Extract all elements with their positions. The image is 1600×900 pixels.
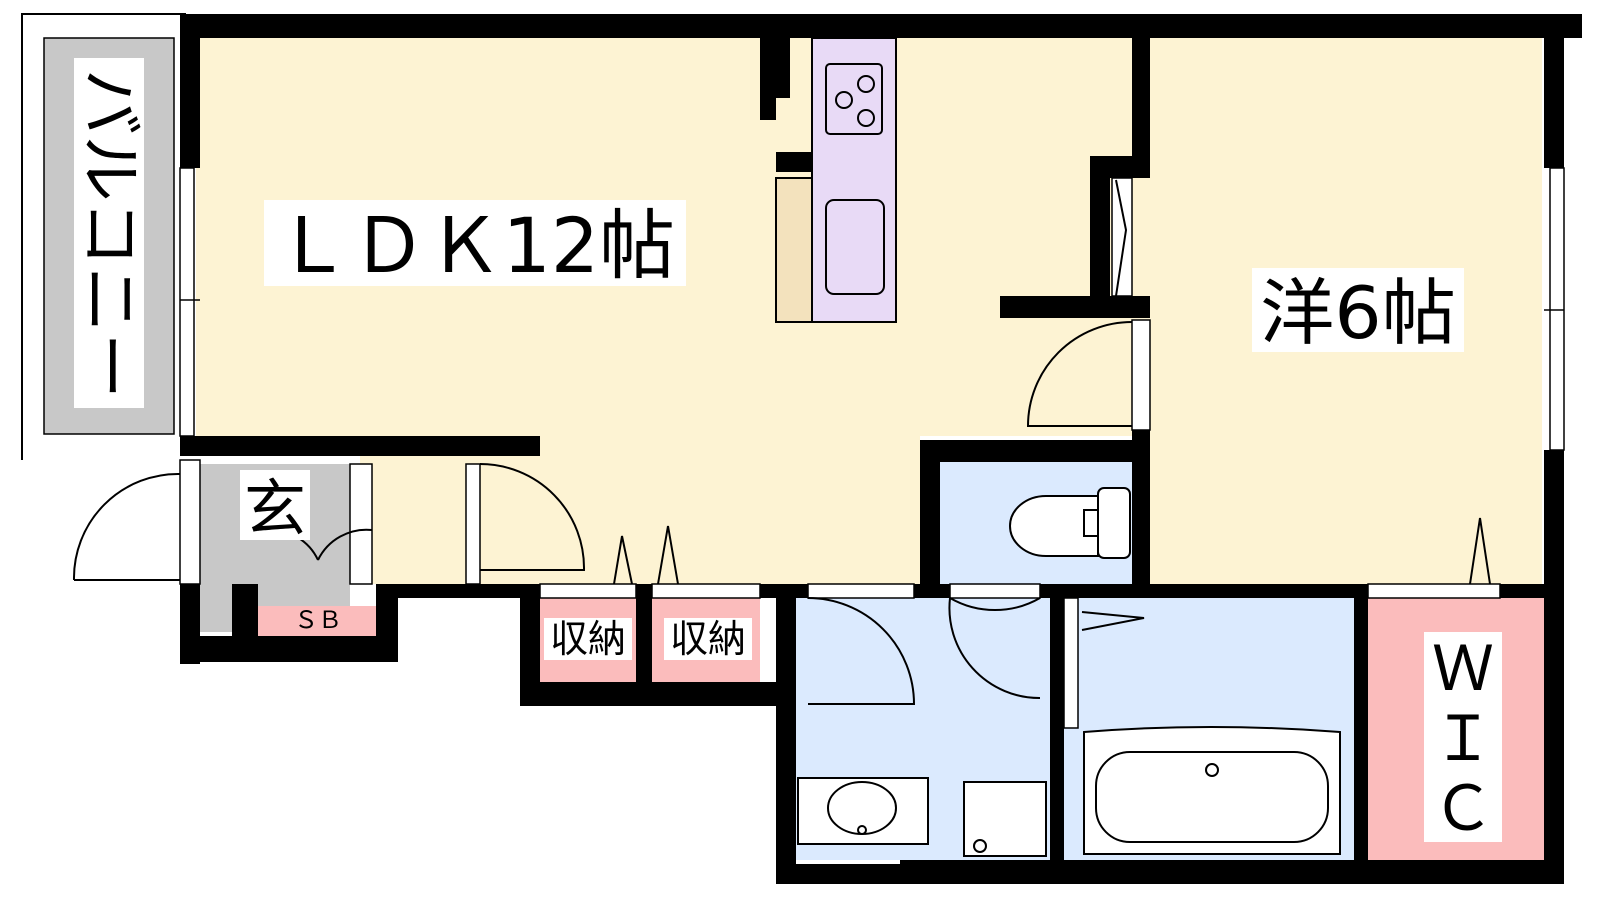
western-window — [1549, 167, 1565, 451]
wall — [776, 584, 796, 884]
kitchen-counter-side — [775, 177, 813, 323]
wall — [520, 682, 796, 706]
wic-label-c: Ｃ — [1432, 772, 1494, 845]
wall — [1000, 296, 1150, 318]
door-gap — [807, 583, 915, 599]
door-gap — [1131, 319, 1151, 431]
burner-icon — [857, 75, 875, 93]
wic-label-w: Ｗ — [1432, 632, 1494, 705]
ldk-label: ＬＤＫ12帖 — [275, 201, 675, 290]
bathtub-inner — [1095, 751, 1329, 843]
bathtub-drain — [1205, 763, 1219, 777]
shoe-box-label: ＳＢ — [294, 606, 342, 634]
wall — [180, 14, 1582, 38]
door-gap — [465, 463, 481, 585]
entrance-door-swing — [72, 472, 181, 581]
wall — [376, 584, 526, 598]
wall — [232, 584, 258, 662]
ldk-floor-lower — [360, 436, 920, 584]
wall — [920, 440, 940, 598]
wall — [1050, 598, 1064, 860]
balcony-window — [179, 167, 195, 437]
burner-icon — [835, 91, 853, 109]
kitchen-sink — [825, 199, 885, 295]
door-gap — [1111, 177, 1133, 297]
wall — [1544, 14, 1564, 168]
door-openings — [179, 177, 1501, 729]
door-gap — [1367, 583, 1501, 599]
bath-door-mark — [1081, 611, 1145, 631]
bathtub-outer — [1083, 726, 1341, 855]
storage-door-mark — [613, 535, 633, 585]
wall — [520, 584, 540, 706]
western-closet-mark — [1115, 179, 1128, 297]
wic-door-mark — [1469, 517, 1491, 585]
wall — [1544, 450, 1564, 880]
basin-drain — [857, 825, 867, 835]
wall — [776, 152, 812, 172]
entrance-label-bg — [240, 470, 310, 540]
door-gap — [349, 463, 373, 585]
shoe-box-floor — [258, 606, 376, 636]
wall — [776, 38, 790, 98]
wall — [636, 584, 652, 694]
wic-label-bg — [1424, 632, 1502, 842]
toilet-seat-hinge — [1083, 509, 1099, 537]
ldk-door-swing — [479, 463, 586, 571]
western-label: 洋6帖 — [1260, 271, 1456, 355]
storage-2-label-bg — [664, 618, 752, 660]
storage-2-label: 収納 — [670, 617, 746, 661]
door-gap — [1063, 597, 1079, 729]
door-gap — [651, 583, 761, 599]
wall — [1090, 156, 1110, 304]
storage-1-label-bg — [544, 618, 632, 660]
toilet-tank — [1097, 487, 1131, 559]
western-door-swing — [1026, 321, 1133, 427]
washroom-door-swing — [807, 597, 916, 705]
wall — [180, 14, 200, 168]
ldk-label-bg — [264, 200, 686, 286]
wall — [1132, 430, 1150, 598]
wall — [920, 440, 1150, 462]
door-gap — [949, 583, 1041, 599]
wic-label-i: Ｉ — [1432, 702, 1494, 775]
western-label-bg — [1252, 268, 1464, 352]
wall — [760, 38, 776, 120]
door-gap — [539, 583, 637, 599]
entrance-label: 玄 — [244, 472, 306, 545]
balcony-label: バルコニー — [72, 69, 146, 399]
wall — [180, 436, 540, 456]
wall — [776, 860, 1564, 884]
balcony-inner-frame — [43, 37, 175, 435]
wall — [376, 584, 398, 662]
washing-machine-space — [963, 781, 1047, 857]
storage-1-label: 収納 — [550, 617, 626, 661]
door-swings — [72, 179, 1491, 705]
stove-top — [825, 63, 883, 135]
wall — [1354, 584, 1368, 860]
burner-icon — [857, 109, 875, 127]
washer-drain — [973, 839, 987, 853]
wall — [1132, 14, 1150, 168]
toilet-bowl — [1009, 495, 1099, 557]
washroom-door-swing-2 — [948, 596, 1041, 700]
balcony-frame — [21, 13, 186, 460]
wall — [180, 636, 398, 662]
storage-door-mark — [657, 525, 679, 585]
door-gap — [179, 459, 201, 585]
balcony-label-bg — [74, 58, 144, 408]
